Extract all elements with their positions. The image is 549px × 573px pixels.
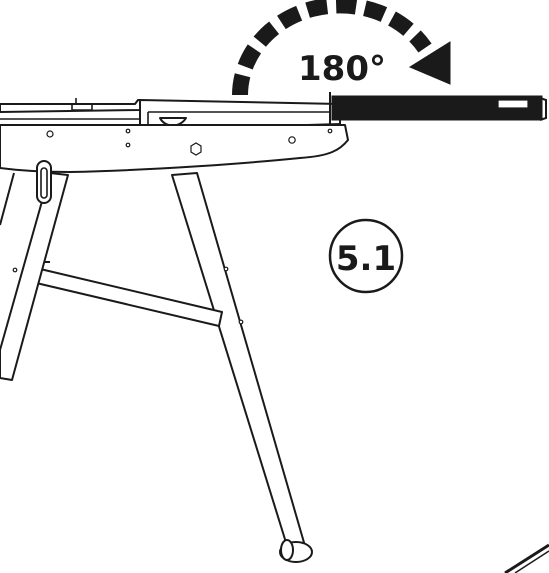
floor-edge [504, 543, 549, 573]
rotation-arc [232, 0, 432, 96]
rotation-angle-label: 180° [298, 49, 386, 89]
extension-arm [329, 92, 547, 124]
rotation-arrow [232, 0, 451, 96]
rotation-arrowhead [408, 41, 451, 85]
cross-brace [31, 261, 223, 327]
rear-leg [171, 172, 313, 563]
step-badge: 5.1 [328, 218, 404, 294]
rear-leg-foot [279, 539, 313, 563]
front-leg [0, 172, 69, 381]
table-top [0, 98, 349, 173]
leg-bracket [36, 160, 52, 204]
step-number-label: 5.1 [336, 239, 396, 279]
